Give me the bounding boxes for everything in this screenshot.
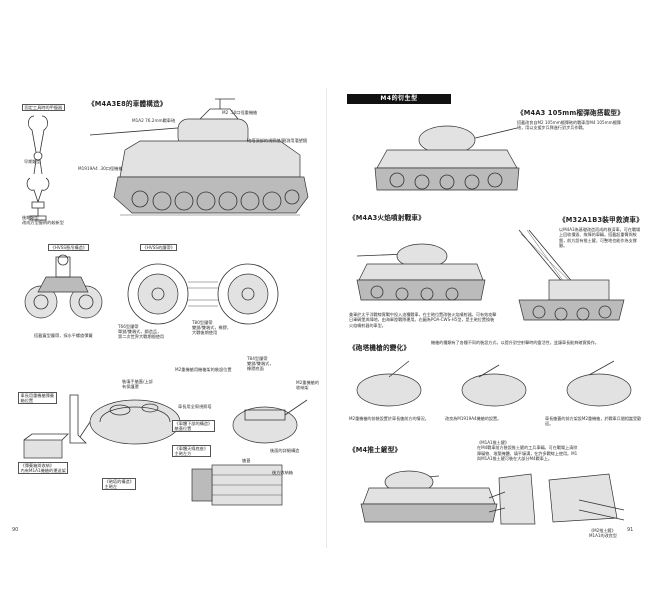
label-loader-hatch: 裝填手艙蓋/上部 有保護罩	[122, 379, 153, 390]
label-t84-track: T84型履帶 雙銷/雙端式， 橡膠底面	[247, 356, 274, 372]
label-hvss-note: 搭載寬型履帶，採水平螺旋彈簧	[34, 333, 93, 338]
dozer-tank-drawing	[360, 470, 536, 525]
right-header: M4的衍生型	[347, 94, 451, 104]
turret-variant-1	[356, 360, 422, 407]
m4a3-105-drawing	[374, 125, 520, 191]
label-early-type: 早期類型	[24, 159, 41, 164]
turret-change-title: 《砲塔機槍的變化》	[349, 344, 411, 352]
mount-bracket-drawing	[69, 394, 87, 444]
right-page-number: 91	[627, 527, 634, 533]
dozer-blade-drawing	[548, 473, 625, 523]
mg-caption-2: 改良為M1919A4機槍的設置。	[445, 416, 502, 421]
label-m2-stowage: M2重機槍的 收納架	[296, 380, 320, 391]
label-late-type: 後期類型 改成方型握柄的較新型	[22, 215, 64, 226]
label-t66-track: T66型履帶 單銷/雙端式，鋼造品， 第二次世界大戰期間使用	[118, 324, 165, 340]
m4a3e8-tank-drawing	[89, 98, 309, 216]
mg-caption-1: M2重機槍的前裝設置於車長艙前方的情況。	[349, 416, 429, 421]
flame-text: 美軍於太平洋戰線實戰中投入這種戰車，在主砲位置改裝火焰噴射器，可有效攻擊日軍碉堡…	[349, 312, 497, 328]
label-rear-hatch: 艙蓋	[242, 458, 251, 463]
sprocket-1	[127, 263, 189, 325]
tool-illustration	[26, 115, 50, 221]
left-page: 《M4A3E8的車體構造》 固定工具時的甲握器 早期類型 後期類型 改成方型握柄…	[0, 0, 327, 609]
turret-variant-3	[566, 360, 632, 407]
label-commander-hatch: 車長用全周視察塔	[178, 404, 212, 409]
rear-hull-drawing	[191, 464, 283, 506]
early-tool-drawing	[28, 115, 48, 175]
late-tool-drawing	[26, 177, 50, 221]
label-antenna: 《車體天線底座》 主砲左方	[172, 445, 211, 458]
sprocket-2	[217, 263, 279, 325]
label-turret-m2-stowage: M2重機槍用機槍架的裝設位置	[175, 367, 232, 372]
turret-variant-2	[461, 364, 527, 407]
ammo-box-drawing	[23, 433, 69, 459]
label-t80-track: T80型履帶 雙銷/雙端式，橡膠， 大戰後期使用	[192, 320, 232, 336]
label-ammo-box-side: 車長用重機槍彈藥 箱位置	[18, 392, 57, 405]
title-hvss-suspension: 《HVSS懸吊構造》	[48, 244, 90, 252]
recovery-title: 《M32A1B3裝甲救濟車》	[559, 216, 643, 224]
mg-caption-3: 車長艙蓋的前方架設M2重機槍，於戰車兵間相當受歡迎。	[545, 416, 642, 427]
road-wheels	[131, 189, 300, 211]
dozer-small-caption: 《M2推土鏟》 M1A1的改良型	[589, 528, 617, 539]
turret-drawing	[79, 399, 181, 445]
turret-change-text: 機槍的種類有了各種不同的裝設方式，以提升對空射擊時的靈活性，並讓車長能夠確實操作…	[431, 340, 599, 345]
left-main-title: 《M4A3E8的車體構造》	[88, 100, 167, 108]
label-smoke-mortar: 《車體下部的構造》 艙蓋位置	[172, 420, 215, 433]
hvss-track-drawing	[127, 263, 279, 325]
dozer-title: 《M4推土鏟型》	[349, 446, 402, 454]
m4a3-105-text: 搭載改良自M2 105mm榴彈砲的戰車用M4 105mm榴彈砲，用以支援步兵隊進…	[517, 120, 621, 131]
label-gun-mount: M1A2 76.2mm戰車砲	[132, 118, 176, 123]
turret-rear-drawing	[232, 399, 308, 444]
turret-variants-drawing	[356, 360, 632, 407]
flame-title: 《M4A3火焰噴射戰車》	[349, 214, 425, 222]
left-page-number: 90	[12, 527, 19, 533]
label-coax-mg: M1919A4 .30口徑機槍	[78, 166, 123, 171]
label-stowage-box: 後方收納箱	[272, 470, 293, 475]
label-grouser-holder: 固定工具時的甲握器	[22, 104, 65, 112]
right-page: M4的衍生型 《M4A3 105mm榴彈砲搭載型》 搭載改良自M2 105mm榴…	[327, 0, 655, 609]
flame-tank-drawing	[356, 243, 486, 301]
hvss-suspension-drawing	[24, 254, 103, 319]
label-ammo-box: 《彈藥箱與收納》 內有M1A1機槍的運送架	[18, 462, 69, 475]
label-m2-mg: M2 .50口徑重機槍	[222, 110, 258, 115]
recovery-text: 以M4A3為基礎改造而成的救濟車，可在戰場上回收損毀、故障的車輛。搭載起重臂與絞…	[559, 227, 641, 249]
title-hvss-track: 《HVSS的履帶》	[140, 244, 178, 252]
recovery-vehicle-drawing	[518, 229, 625, 321]
m4a3-105-title: 《M4A3 105mm榴彈砲搭載型》	[517, 109, 624, 117]
label-turret-bustle: 《砲塔的構造》 主砲左	[102, 478, 137, 491]
label-rear-detail: 後面的詳細構造	[270, 448, 300, 453]
dozer-text: 《M1A1推土鏟》 在M4戰車前方裝設推土鏟的工兵車輛。可在戰場上清除障礙物、堆…	[477, 440, 578, 462]
label-vision-block: 砲塔頂部的視察艙/觀測用潛望鏡	[247, 138, 308, 143]
